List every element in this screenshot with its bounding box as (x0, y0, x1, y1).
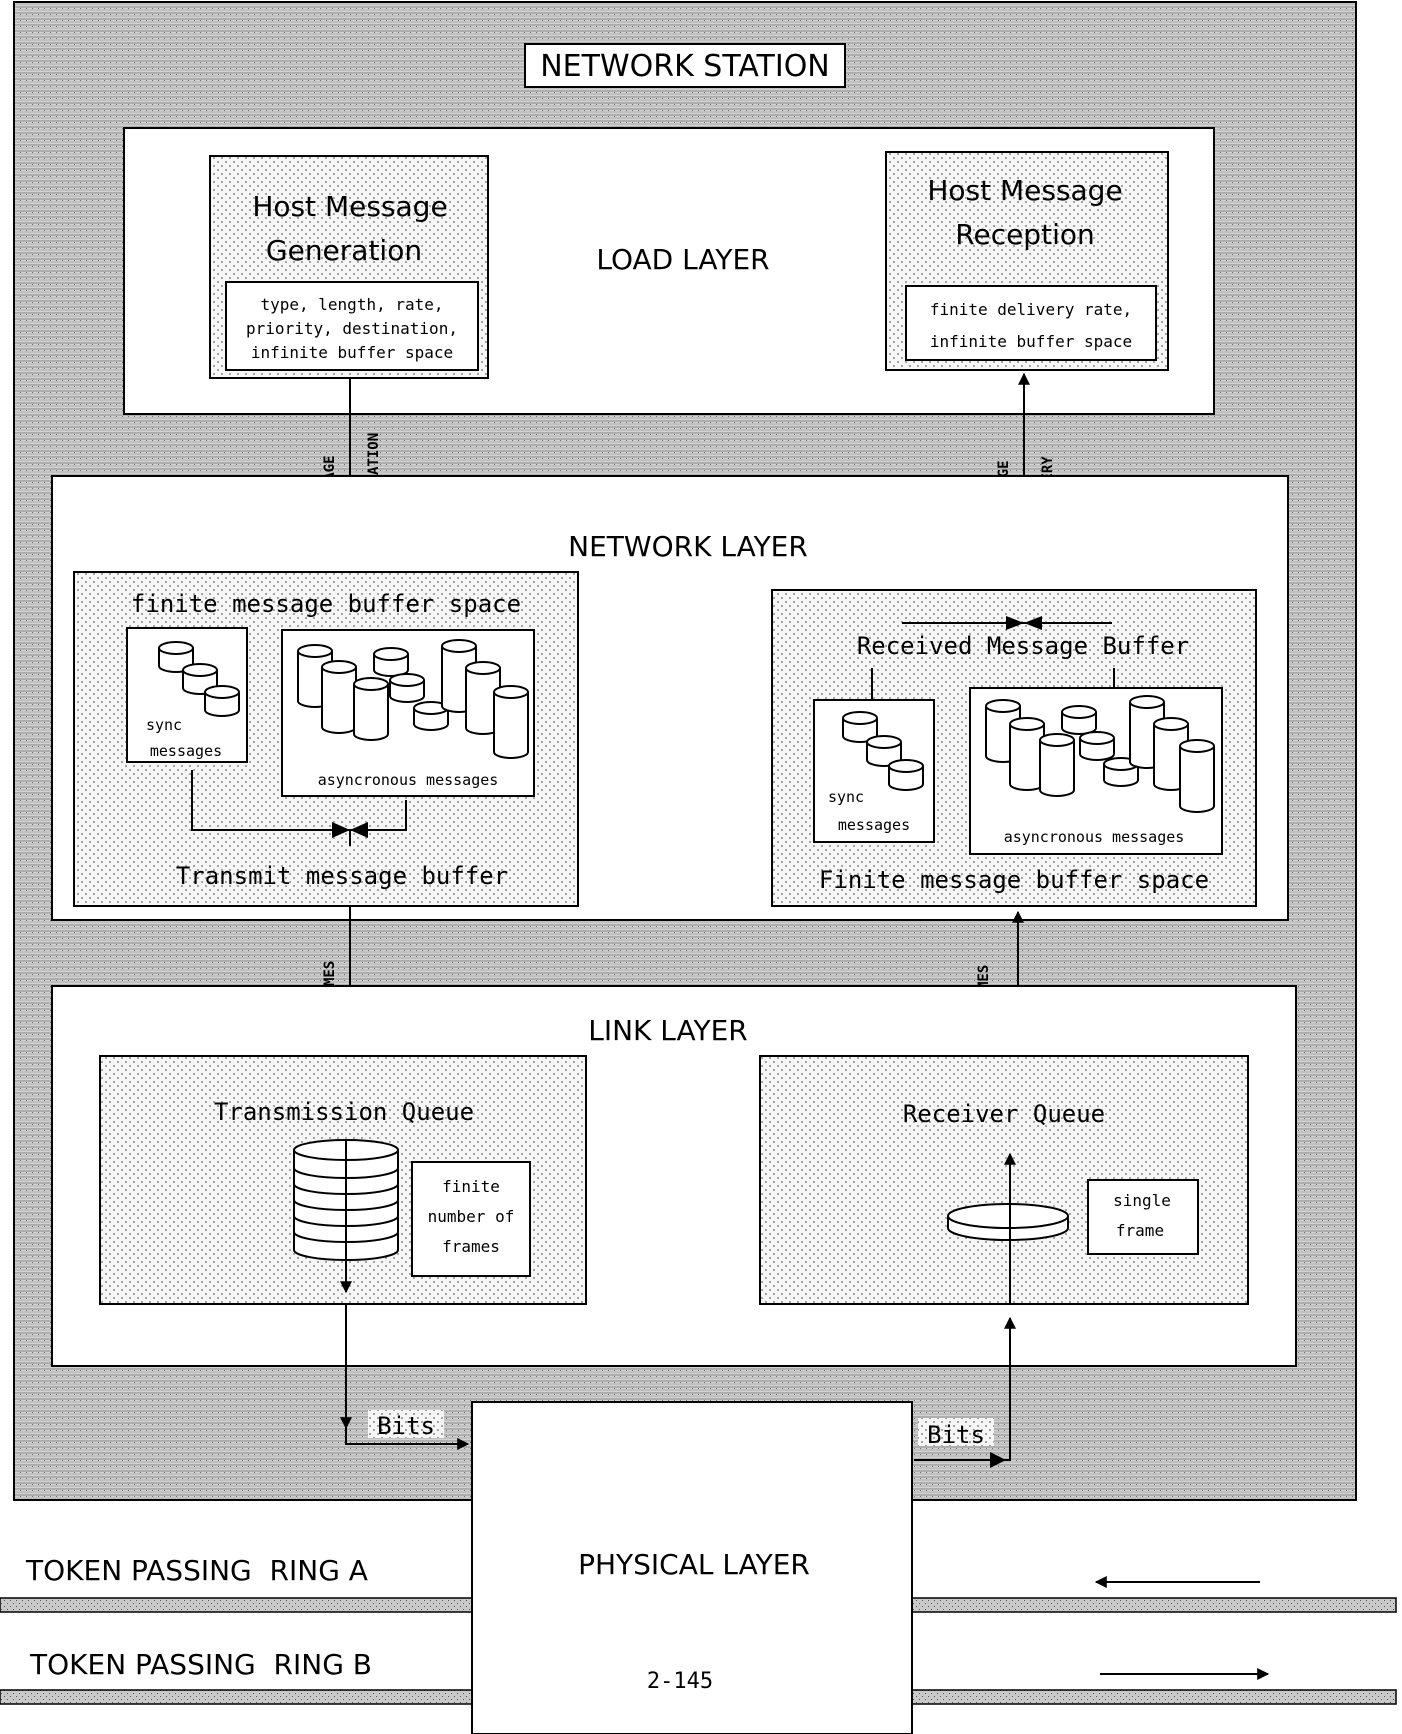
receive-split-bowtie (1006, 616, 1042, 630)
receiver-queue-note-box (1087, 1179, 1199, 1255)
transmit-merge-connector (191, 770, 407, 846)
station-title-box (524, 43, 846, 88)
bits-out-label-bg (368, 1410, 444, 1438)
receive-top-label: Received Message Buffer (857, 632, 1189, 660)
transmit-async-label: asyncronous messages (318, 771, 499, 789)
transmission-queue-note-box (411, 1161, 531, 1277)
reception-params-line1: finite delivery rate, (930, 300, 1132, 319)
transmit-sync-label-1: sync (146, 716, 182, 734)
bits-in-path (914, 1316, 1016, 1461)
receiver-queue-note-2: frame (1116, 1221, 1164, 1240)
transmission-queue-title: Transmission Queue (214, 1098, 474, 1126)
generation-params-line3: infinite buffer space (251, 343, 453, 362)
station-title: NETWORK STATION (540, 49, 830, 84)
bits-in-label: Bits (927, 1421, 985, 1449)
receive-async-cylinders (985, 695, 1215, 813)
receiver-queue-disk (947, 1203, 1069, 1241)
receive-sync-label-1: sync (828, 788, 864, 806)
generation-params-line2: priority, destination, (246, 319, 458, 338)
reception-params-box (905, 285, 1157, 361)
receive-async-label: asyncronous messages (1004, 828, 1185, 846)
transmit-merge-bowtie (332, 822, 368, 838)
page-number: 2-145 (647, 1669, 713, 1694)
receive-sync-cylinders (842, 711, 924, 791)
bits-out-label: Bits (377, 1412, 435, 1440)
reception-title-line1: Host Message (927, 174, 1122, 207)
receive-sync-label-2: messages (838, 816, 910, 834)
reception-params-line2: infinite buffer space (930, 332, 1132, 351)
ring-b-label: TOKEN PASSING RING B (29, 1648, 372, 1681)
generation-params-box (225, 281, 479, 371)
transmit-sync-label-2: messages (150, 742, 222, 760)
bits-in-arrowhead (990, 1452, 1006, 1468)
generation-title-line2: Generation (266, 234, 422, 267)
reception-title-line2: Reception (955, 218, 1094, 251)
generation-title-line1: Host Message (252, 190, 447, 223)
generation-params-line1: type, length, rate, (260, 295, 443, 314)
receive-bottom-label: Finite message buffer space (819, 866, 1209, 894)
transmission-queue-note-2: number of (428, 1207, 515, 1226)
ring-a-label: TOKEN PASSING RING A (25, 1554, 368, 1587)
transmission-queue-note-1: finite (442, 1177, 500, 1196)
transmit-async-cylinders (297, 639, 529, 759)
receiver-queue-note-1: single (1113, 1191, 1171, 1210)
receiver-queue-title: Receiver Queue (903, 1100, 1105, 1128)
link-layer-title: LINK LAYER (588, 1014, 748, 1047)
transmit-sync-cylinders (158, 641, 240, 717)
transmit-top-label: finite message buffer space (131, 590, 521, 618)
physical-layer-title: PHYSICAL LAYER (578, 1548, 810, 1581)
transmit-bottom-label: Transmit message buffer (176, 862, 508, 890)
bits-out-path (345, 1304, 470, 1450)
load-layer-title: LOAD LAYER (596, 243, 769, 276)
transmission-queue-note-3: frames (442, 1237, 500, 1256)
network-layer-title: NETWORK LAYER (568, 530, 808, 563)
physical-layer-panel (471, 1401, 913, 1734)
bits-in-label-bg (918, 1418, 994, 1446)
